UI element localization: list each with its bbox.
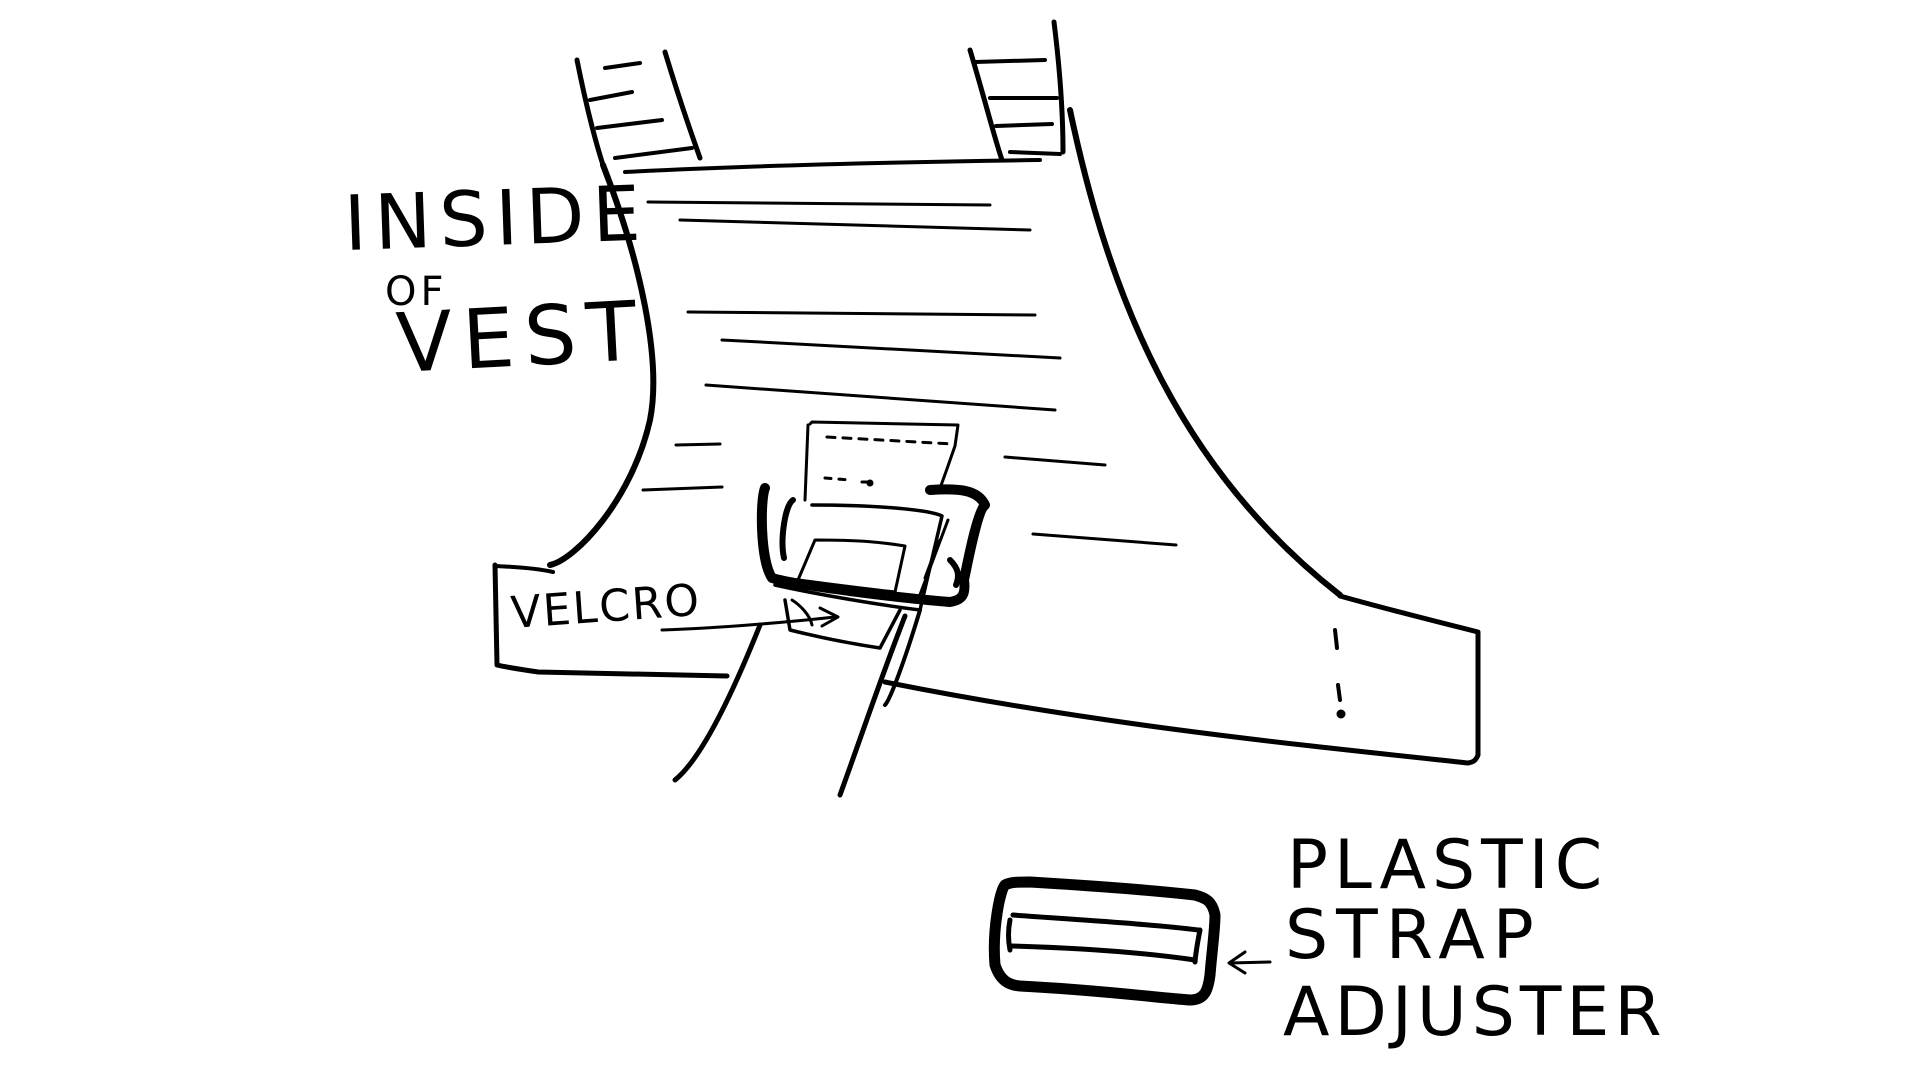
right-shoulder-strap-outer xyxy=(967,47,1005,163)
adjuster-outer-frame xyxy=(988,876,1221,1006)
left-shoulder-strap-outer xyxy=(574,57,606,168)
adjuster-slot-top xyxy=(1010,912,1201,933)
label-of: OF xyxy=(385,269,448,315)
label-plastic-strap-adjuster: PLASTIC STRAP ADJUSTER xyxy=(1283,826,1667,1052)
label-strap: STRAP xyxy=(1285,896,1542,975)
adjuster-arrow-head xyxy=(1227,950,1247,975)
strap-stitching-top xyxy=(825,435,955,446)
strap-right-down-b xyxy=(883,608,922,707)
strap-loop-inner xyxy=(796,538,907,594)
velcro-arrow-head xyxy=(818,606,840,628)
label-plastic: PLASTIC xyxy=(1287,826,1608,905)
fold-marks xyxy=(1333,628,1346,719)
adjuster-slot-right xyxy=(1192,927,1203,965)
vest-body xyxy=(492,19,1481,766)
vest-buckle-inner xyxy=(779,497,796,561)
label-inside: INSIDE xyxy=(343,168,650,268)
label-inside-of-vest: INSIDE OF VEST xyxy=(343,168,650,392)
plastic-strap-adjuster xyxy=(988,876,1272,1006)
velcro-tab xyxy=(492,562,730,679)
velcro-tab-top xyxy=(493,564,555,574)
right-side-panel xyxy=(882,593,1481,766)
adjuster-arrow xyxy=(1228,960,1272,965)
adjuster-slot-bottom xyxy=(1009,943,1198,963)
strap-stripes xyxy=(588,58,1062,160)
adjuster-bar xyxy=(1006,917,1013,953)
label-vest: VEST xyxy=(394,284,649,392)
strap-stitching-mid xyxy=(823,476,874,484)
strap-right-down xyxy=(837,613,908,798)
strap-top-left-edge xyxy=(803,423,810,502)
vest-buckle-bar xyxy=(947,557,961,588)
right-armhole xyxy=(1067,107,1343,598)
fabric-lines xyxy=(641,200,1178,547)
strap-lower-piece xyxy=(783,598,902,650)
left-shoulder-strap-inner xyxy=(662,49,703,161)
strap-lower-inner xyxy=(790,598,814,627)
label-adjuster: ADJUSTER xyxy=(1283,973,1667,1052)
collar-edge xyxy=(623,158,1042,174)
vest-buckle-outer xyxy=(756,483,990,607)
right-shoulder-strap-inner xyxy=(1051,19,1066,155)
left-armhole xyxy=(547,162,657,568)
strap-left-down xyxy=(672,622,763,783)
strap-loop-right2 xyxy=(923,538,942,580)
strap-top-piece xyxy=(808,420,960,490)
velcro-arrow xyxy=(660,615,837,632)
vest-strap-assembly xyxy=(660,420,990,798)
